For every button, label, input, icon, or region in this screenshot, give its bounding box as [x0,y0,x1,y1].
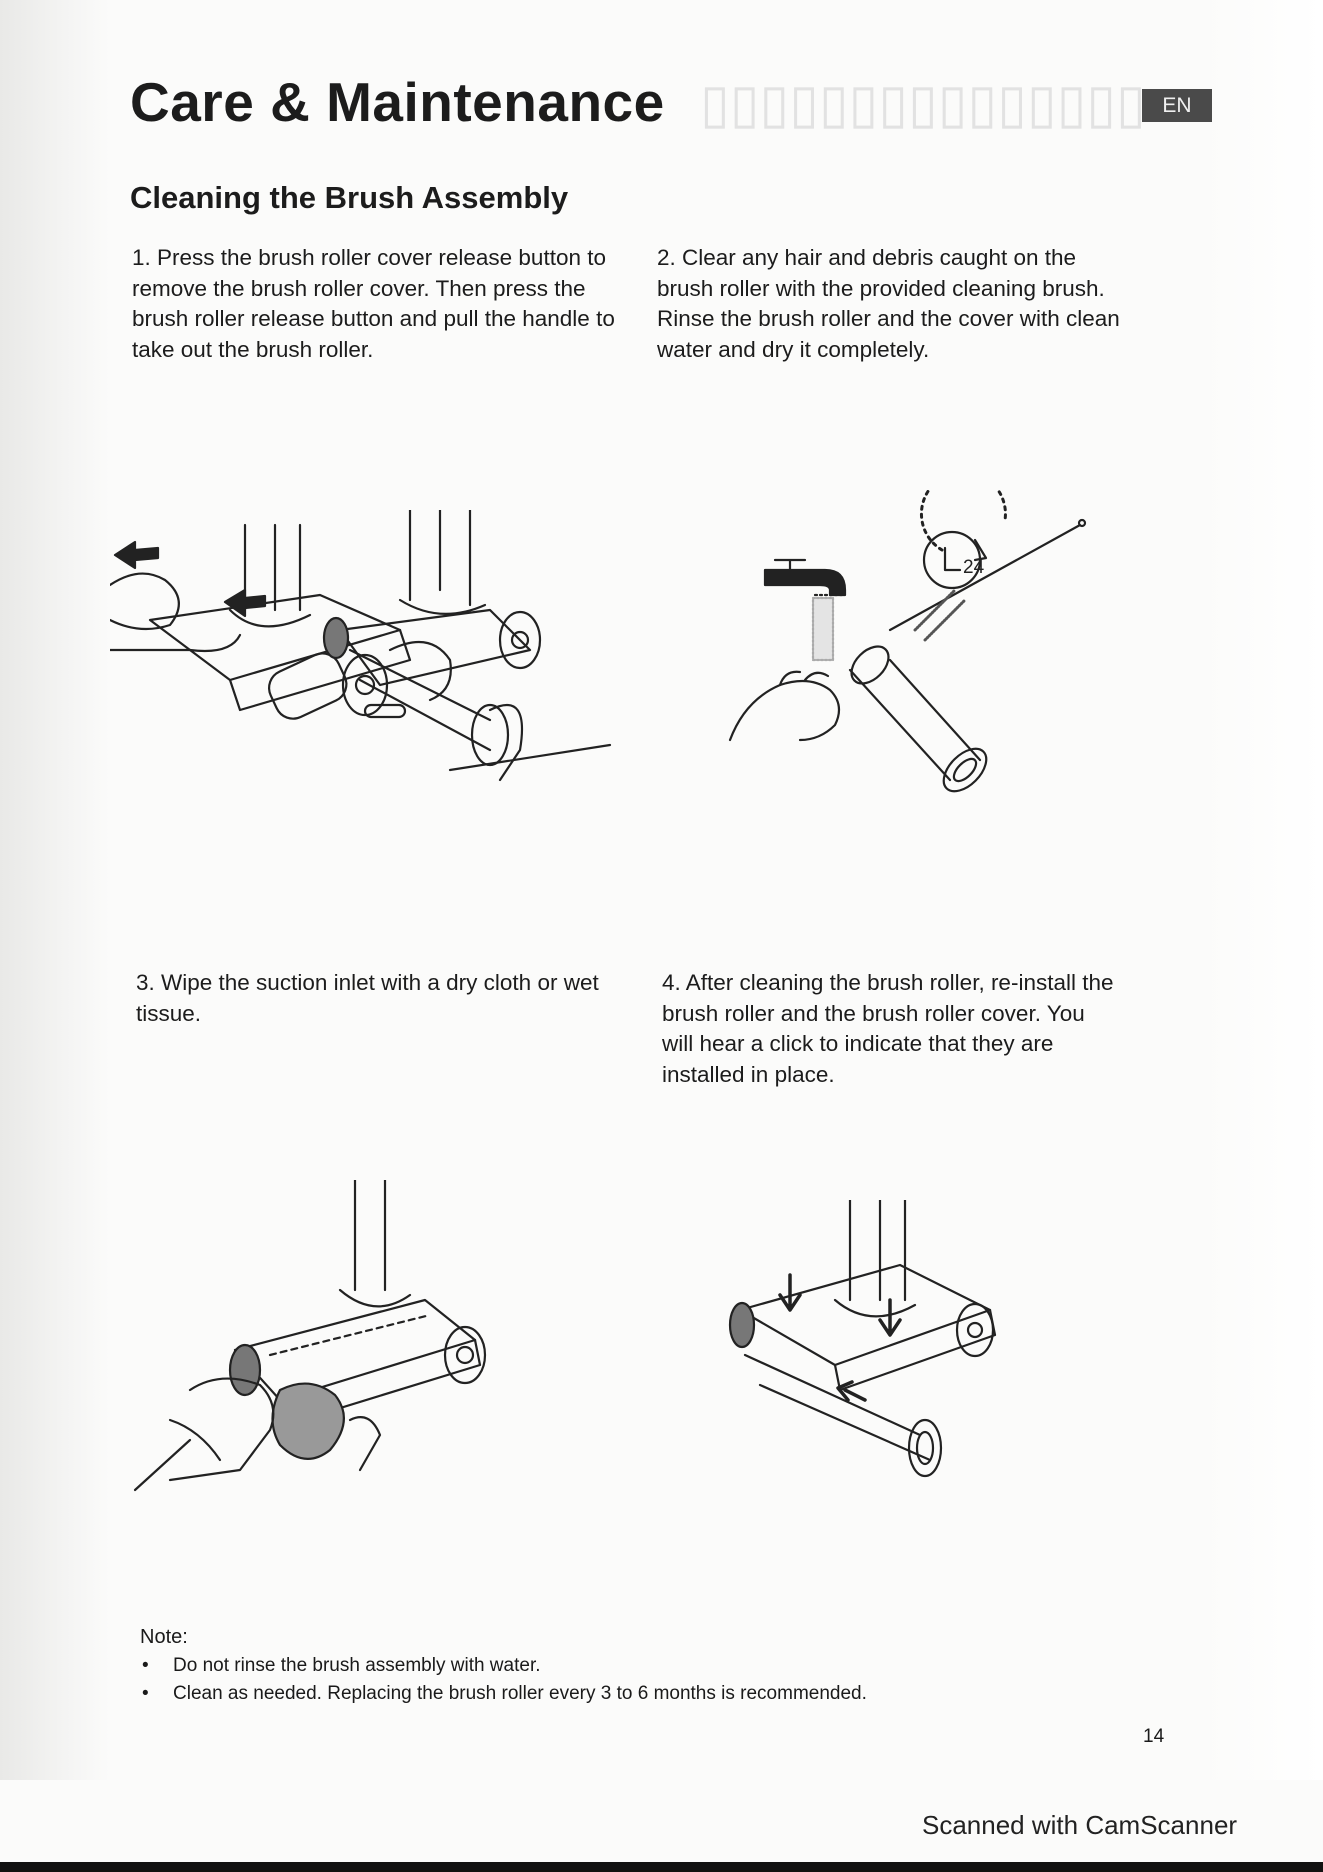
scan-shadow-right [1203,0,1323,1780]
scanner-watermark: Scanned with CamScanner [922,1810,1238,1840]
bleed-through-title: ▯▯▯▯▯▯▯▯▯▯▯▯▯▯▯ [700,74,1146,134]
section-title: Cleaning the Brush Assembly [130,180,569,215]
reinstall-brush-roller-illustration [728,1200,997,1478]
page-title: Care & Maintenance [130,71,665,133]
note-item: Clean as needed. Replacing the brush rol… [140,1680,867,1708]
brush-removal-illustration [110,510,612,782]
step-3-text: 3. Wipe the suction inlet with a dry clo… [136,970,599,1026]
page-number: 14 [1143,1726,1165,1747]
timer-hours-label: 24 [963,557,985,578]
note-label: Note: [140,1626,188,1648]
language-badge: EN [1142,89,1212,122]
step-1-text: 1. Press the brush roller cover release … [132,245,615,362]
scan-bottom-edge [0,1862,1323,1872]
step-2-text: 2. Clear any hair and debris caught on t… [657,245,1120,362]
rinse-and-dry-illustration: 24 [728,490,1087,793]
wipe-suction-inlet-illustration [133,1180,487,1492]
note-item: Do not rinse the brush assembly with wat… [140,1652,867,1680]
scan-shadow-left [0,0,110,1780]
step-4-text: 4. After cleaning the brush roller, re-i… [662,970,1114,1087]
notes-list: Do not rinse the brush assembly with wat… [140,1652,867,1708]
